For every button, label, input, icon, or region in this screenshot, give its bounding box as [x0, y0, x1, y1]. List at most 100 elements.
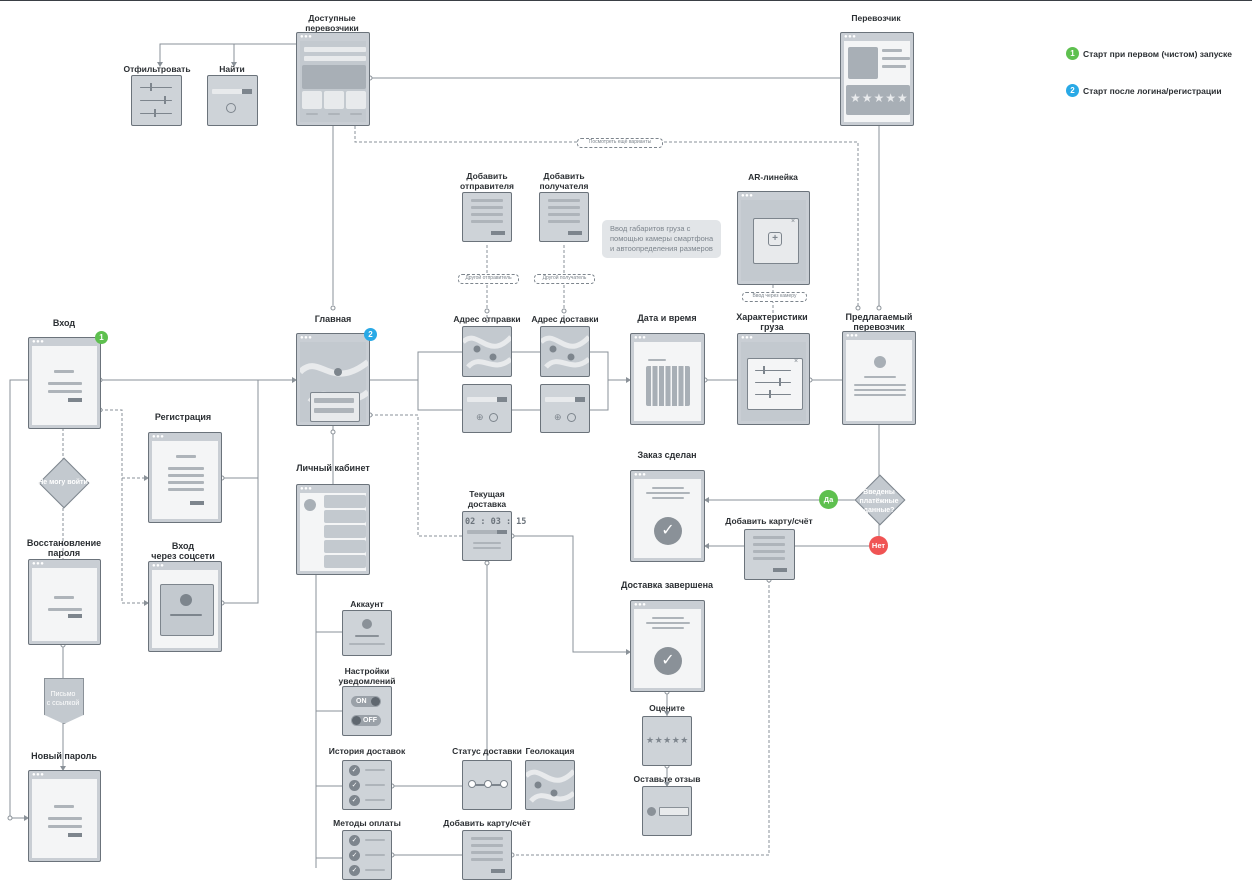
screen-carrier[interactable]: ●●● ★★★★★ — [840, 32, 914, 126]
screen-history[interactable]: ✓ ✓ ✓ — [342, 760, 392, 810]
form-line — [54, 805, 74, 808]
calendar-grid-icon — [646, 366, 690, 406]
window-dots-icon: ●●● — [32, 561, 45, 567]
camera-frame — [753, 218, 799, 264]
screen-add-card-order[interactable] — [744, 529, 795, 580]
label-notif: Настройки уведомлений — [338, 666, 396, 686]
form-line — [168, 474, 204, 477]
form-line — [48, 825, 82, 828]
window-dots-icon: ●●● — [152, 434, 165, 440]
screen-account[interactable] — [342, 610, 392, 656]
timer-value: 02 : 03 : 15 — [465, 517, 527, 527]
screen-notifications[interactable]: ON OFF — [342, 686, 392, 736]
check-icon: ✓ — [654, 517, 682, 545]
screen-addr-send-map[interactable] — [461, 326, 513, 377]
arrow-head — [231, 62, 237, 67]
save-button — [491, 869, 505, 873]
status-node — [500, 780, 508, 788]
yes-pill: Да — [819, 490, 838, 509]
screen-find[interactable] — [207, 75, 258, 126]
screen-recovery[interactable]: ●●● — [28, 559, 101, 645]
screen-payment-methods[interactable]: ✓ ✓ ✓ — [342, 830, 392, 880]
window-dots-icon: ●●● — [300, 34, 313, 40]
screen-login[interactable]: ●●● — [28, 337, 101, 429]
screen-cabinet[interactable]: ●●● — [296, 484, 370, 575]
slider-knob — [763, 366, 765, 374]
slider-track — [140, 113, 172, 114]
label-add-card: Добавить карту/счёт — [725, 516, 813, 526]
screen-order-done[interactable]: ●●● ✓ — [630, 470, 705, 562]
window-dots-icon: ●●● — [152, 563, 165, 569]
status-node — [468, 780, 476, 788]
toggle-on-label: ON — [356, 698, 367, 705]
screen-available-carriers[interactable]: ●●● — [296, 32, 370, 126]
window-dots-icon: ●●● — [634, 335, 647, 341]
text-line — [882, 57, 910, 60]
toggle-on[interactable]: ON — [351, 696, 381, 707]
arrow-head — [292, 377, 297, 383]
text-line — [306, 113, 318, 115]
screen-body — [300, 41, 366, 122]
text-line — [652, 497, 684, 499]
screen-rate[interactable]: ★★★★★ — [642, 716, 692, 766]
screen-current-delivery[interactable]: 02 : 03 : 15 — [462, 511, 526, 561]
label-login: Вход — [52, 318, 76, 328]
screen-suggested-carrier[interactable]: ●●● — [842, 331, 916, 425]
plus-icon: + — [768, 232, 782, 246]
note-other-receiver[interactable]: Другой получатель — [534, 274, 595, 284]
connector-dot — [876, 305, 882, 311]
check-circle-icon: ✓ — [349, 780, 360, 791]
rating-panel — [846, 85, 910, 115]
note-other-sender[interactable]: Другой отправитель — [458, 274, 519, 284]
flow-line — [417, 380, 462, 411]
label-history: История доставок — [328, 746, 406, 756]
screen-geolocation[interactable] — [524, 760, 576, 810]
screen-addr-del-search[interactable]: ⊕ — [540, 384, 590, 433]
screen-datetime[interactable]: ●●● — [630, 333, 705, 425]
screen-review[interactable] — [642, 786, 692, 836]
connector-dot — [330, 429, 336, 435]
screen-ar-ruler[interactable]: ●●● + × — [737, 191, 810, 285]
screen-cargo[interactable]: ●●● × — [737, 333, 810, 425]
toggle-off[interactable]: OFF — [351, 715, 381, 726]
form-line — [471, 213, 503, 216]
flow-line-dashed — [512, 580, 770, 856]
note-all-variants[interactable]: Посмотреть ещё варианты — [577, 138, 663, 148]
letter-with-link-text: Письмо с ссылкой — [46, 691, 80, 707]
label-current: Текущая доставка — [467, 489, 507, 509]
screen-add-card-payment[interactable] — [462, 830, 512, 880]
screen-add-sender[interactable] — [462, 192, 512, 242]
screen-body — [32, 346, 97, 425]
screen-filter[interactable] — [131, 75, 182, 126]
form-line — [48, 608, 82, 611]
screen-addr-del-map[interactable] — [539, 326, 591, 377]
screen-delivery-complete[interactable]: ●●● ✓ — [630, 600, 705, 692]
screen-new-password[interactable]: ●●● — [28, 770, 101, 862]
map-icon — [539, 335, 591, 369]
window-dots-icon: ●●● — [846, 333, 859, 339]
screen-social-login[interactable]: ●●● — [148, 561, 222, 652]
text-line — [864, 376, 896, 378]
slider-track — [140, 87, 172, 88]
screen-registration[interactable]: ●●● — [148, 432, 222, 523]
search-icon — [567, 413, 576, 422]
month-line — [648, 359, 666, 361]
screen-delivery-status[interactable] — [462, 760, 512, 810]
label-datetime: Дата и время — [637, 313, 697, 323]
screen-add-receiver[interactable] — [539, 192, 589, 242]
flow-line-dashed — [100, 409, 148, 479]
search-field — [212, 89, 252, 94]
save-button — [568, 231, 582, 235]
label-suggested: Предлагаемый перевозчик — [845, 312, 913, 332]
window-dots-icon: ●●● — [741, 193, 754, 199]
screen-addr-send-search[interactable]: ⊕ — [462, 384, 512, 433]
screen-body — [300, 493, 366, 571]
text-line — [882, 49, 902, 52]
ar-tooltip: Ввод габаритов груза с помощью камеры см… — [602, 220, 722, 258]
note-via-camera[interactable]: Ввод через камеру — [742, 292, 807, 302]
menu-row — [324, 495, 366, 508]
toggle-knob — [371, 697, 380, 706]
slider-knob — [164, 96, 166, 104]
screen-main[interactable]: ●●● — [296, 333, 370, 426]
